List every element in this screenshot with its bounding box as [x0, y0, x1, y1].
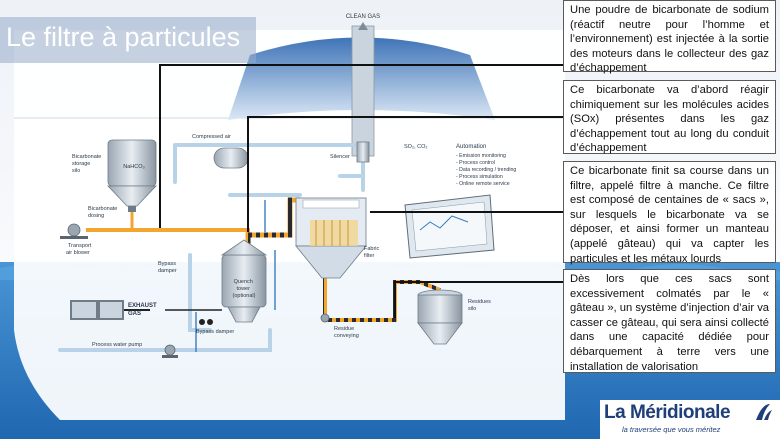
callout-injection: Une poudre de bicarbonate de sodium (réa… [563, 0, 776, 74]
automation-monitor [404, 194, 495, 259]
quench-tower-label-2: tower [237, 286, 251, 292]
automation-item-3: - Data recording / trending [456, 167, 516, 173]
compressed-air-label: Compressed air [192, 134, 231, 140]
brand-tagline: la traversée que vous méritez [622, 425, 721, 434]
fabric-filter-label-2: filter [364, 253, 375, 259]
callout-collection: Dès lors que ces sacs sont excessivement… [563, 269, 776, 373]
silencer [356, 141, 370, 163]
bicarbonate-storage-label-1: Bicarbonate [72, 154, 101, 160]
connector-1 [159, 64, 563, 228]
bypass-damper-left-label: Bypass damper [158, 261, 178, 274]
residues-silo-label: Residues silo [468, 299, 492, 312]
exhaust-gas-label-2: GAS [128, 311, 141, 317]
page-title: Le filtre à particules [6, 22, 241, 52]
silencer-label: Silencer [330, 154, 350, 160]
brand-mark-icon [756, 404, 772, 420]
transport-blower [60, 223, 88, 239]
bypass-damper-left-label-2: damper [158, 268, 177, 274]
exhaust-pipe [70, 300, 124, 320]
exhaust-gas-label: EXHAUST GAS [128, 303, 158, 317]
bicarbonate-silo [107, 139, 157, 212]
bicarbonate-dosing-label-2: dosing [88, 213, 104, 219]
fabric-filter [295, 197, 367, 279]
residue-conveying-label-2: conveying [334, 333, 359, 339]
water-pipe [58, 328, 272, 352]
brand-logo: La Méridionale [604, 402, 731, 423]
quench-tower-label-3: (optional) [233, 293, 256, 299]
nahco3-label: NaHCO₃ [123, 164, 145, 170]
automation-item-1: - Emission monitoring [456, 153, 506, 159]
quench-tower-label: Quench tower (optional) [233, 279, 256, 299]
brand-area [600, 400, 780, 439]
title-banner [0, 17, 256, 63]
automation-item-5: - Online remote service [456, 181, 510, 187]
bypass-damper-valves [199, 319, 213, 325]
callout-filter: Ce bicarbonate finit sa course dans un f… [563, 161, 776, 265]
residues-silo [417, 289, 463, 345]
quench-tower [220, 239, 268, 323]
exhaust-gas-label-1: EXHAUST [128, 303, 157, 309]
transport-blower-label: Transport air blower [66, 243, 93, 256]
residue-conveyor [320, 313, 330, 323]
automation-item-4: - Process simulation [456, 174, 503, 180]
callout-reaction: Ce bicarbonate va d’abord réagir chimiqu… [563, 80, 776, 154]
bicarbonate-storage-label: Bicarbonate storage silo [72, 154, 103, 174]
connector-4 [394, 281, 563, 318]
connector-2 [247, 116, 563, 232]
clean-gas-label: CLEAN GAS [346, 14, 380, 20]
residues-silo-label-1: Residues [468, 299, 491, 305]
automation-title: Automation [456, 144, 486, 150]
clean-gas-arrow [358, 22, 368, 30]
bicarbonate-storage-label-3: silo [72, 168, 80, 174]
transport-blower-label-1: Transport [68, 243, 92, 249]
fabric-filter-label: Fabric filter [364, 246, 381, 259]
bicarbonate-storage-label-2: storage [72, 161, 90, 167]
compressed-air-tank [213, 147, 249, 169]
so2-co2-label: SO₂, CO₂ [404, 144, 428, 150]
fabric-filter-label-1: Fabric [364, 246, 380, 252]
transport-blower-label-2: air blower [66, 250, 90, 256]
automation-list: - Emission monitoring - Process control … [456, 153, 518, 187]
residue-silo-feed [419, 280, 441, 292]
bypass-pipe [188, 253, 212, 332]
residue-conveying-label-1: Residue [334, 326, 354, 332]
residue-conveying-label: Residue conveying [334, 326, 359, 339]
process-water-pump [162, 344, 178, 358]
quench-tower-label-1: Quench [234, 279, 253, 285]
compressed-air-pipe [173, 143, 362, 184]
process-water-pump-label: Process water pump [92, 342, 142, 348]
stack-pipe [338, 154, 365, 178]
bypass-damper-bottom-label: Bypass damper [196, 329, 234, 335]
bicarbonate-dosing-label-1: Bicarbonate [88, 206, 117, 212]
bypass-damper-left-label-1: Bypass [158, 261, 176, 267]
residues-silo-label-2: silo [468, 306, 476, 312]
bicarbonate-dosing-label: Bicarbonate dosing [88, 206, 119, 219]
automation-item-2: - Process control [456, 160, 495, 166]
stack [351, 25, 375, 157]
